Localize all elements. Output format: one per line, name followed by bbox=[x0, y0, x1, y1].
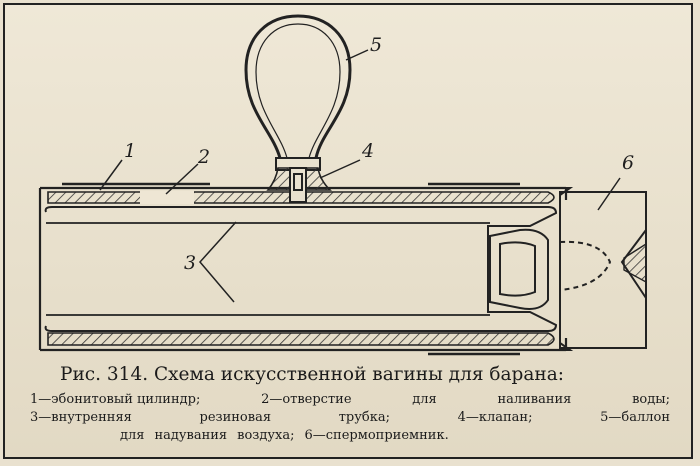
water-inlet-opening bbox=[140, 191, 194, 204]
air-balloon bbox=[244, 14, 352, 159]
legend-item: наливания bbox=[497, 392, 572, 407]
callout-1: 1 bbox=[124, 140, 137, 162]
legend-item: воздуха; bbox=[237, 428, 295, 443]
legend-item: для bbox=[120, 428, 145, 443]
valve bbox=[275, 157, 321, 203]
callout-3: 3 bbox=[184, 252, 197, 274]
leader-lines bbox=[99, 49, 621, 303]
callout-2: 2 bbox=[198, 146, 211, 168]
outer-fold-bars bbox=[62, 182, 520, 356]
callout-5: 5 bbox=[370, 34, 383, 56]
legend-item: 5—баллон bbox=[600, 410, 670, 425]
legend-line-3: для надувания воздуха; 6—спермоприемник. bbox=[120, 428, 640, 443]
legend-item: воды; bbox=[632, 392, 670, 407]
inner-rubber-tube bbox=[44, 206, 558, 332]
receiver-tip bbox=[623, 242, 647, 284]
cylinder-wall-bottom bbox=[47, 332, 555, 346]
legend-line-2: 3—внутренняя резиновая трубка; 4—клапан;… bbox=[30, 410, 670, 425]
legend-item: для bbox=[412, 392, 437, 407]
legend-item: 3—внутренняя bbox=[30, 410, 132, 425]
valve-collar-right bbox=[305, 167, 332, 191]
figure-frame bbox=[3, 3, 693, 459]
caption-title: Рис. 314. Схема искусственной вагины для… bbox=[60, 364, 565, 385]
sperm-receiver bbox=[489, 187, 647, 351]
valve-collar-left bbox=[266, 167, 291, 191]
legend-item: надувания bbox=[154, 428, 228, 443]
legend-item: трубка; bbox=[338, 410, 390, 425]
legend-item: 2—отверстие bbox=[261, 392, 352, 407]
legend-item: 4—клапан; bbox=[457, 410, 533, 425]
legend-line-1: 1—эбонитовый цилиндр; 2—отверстие для на… bbox=[30, 392, 670, 407]
callout-4: 4 bbox=[362, 140, 375, 162]
legend-item: резиновая bbox=[199, 410, 272, 425]
legend-item: 6—спермоприемник. bbox=[304, 428, 449, 443]
callout-6: 6 bbox=[622, 152, 635, 174]
legend-item: 1—эбонитовый цилиндр; bbox=[30, 392, 201, 407]
